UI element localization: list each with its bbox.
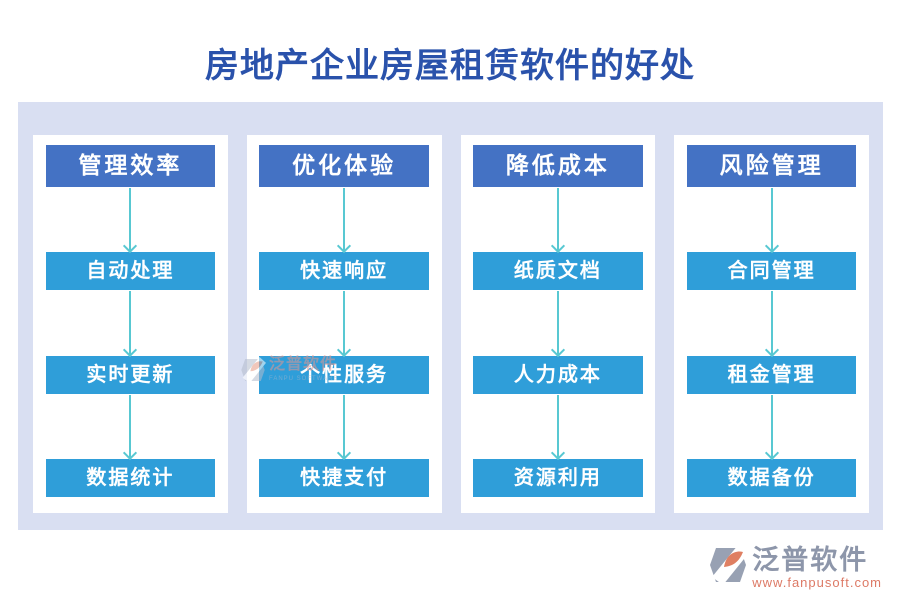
flow-item: 快速响应 bbox=[259, 252, 429, 291]
flow-item: 数据统计 bbox=[45, 458, 216, 497]
column-header: 优化体验 bbox=[259, 145, 429, 187]
down-arrow-icon bbox=[343, 394, 346, 458]
flow-item: 数据备份 bbox=[686, 458, 857, 497]
down-arrow-icon bbox=[556, 188, 559, 252]
column-risk-management: 风险管理 合同管理 租金管理 数据备份 bbox=[674, 135, 869, 513]
column-experience-optimization: 优化体验 快速响应 个性服务 快捷支付 bbox=[246, 135, 442, 513]
footer-logo: 泛普软件 www.fanpusoft.com bbox=[708, 545, 882, 590]
column-header: 风险管理 bbox=[686, 145, 857, 187]
down-arrow-icon bbox=[556, 394, 559, 458]
page-title: 房地产企业房屋租赁软件的好处 bbox=[205, 48, 695, 85]
column-header: 管理效率 bbox=[45, 145, 216, 187]
column-cost-reduction: 降低成本 纸质文档 人力成本 资源利用 bbox=[460, 135, 656, 513]
flow-item: 资源利用 bbox=[473, 458, 643, 497]
down-arrow-icon bbox=[556, 291, 559, 355]
down-arrow-icon bbox=[129, 291, 132, 355]
column-management-efficiency: 管理效率 自动处理 实时更新 数据统计 bbox=[33, 135, 228, 513]
down-arrow-icon bbox=[770, 394, 773, 458]
flow-item: 实时更新 bbox=[45, 355, 216, 394]
down-arrow-icon bbox=[770, 291, 773, 355]
benefits-panel: 管理效率 自动处理 实时更新 数据统计 优化体验 快速响应 个性服务 快捷支付 … bbox=[18, 102, 883, 530]
down-arrow-icon bbox=[129, 188, 132, 252]
flow-item: 纸质文档 bbox=[473, 252, 643, 291]
flow-item: 个性服务 bbox=[259, 355, 429, 394]
flow-item: 人力成本 bbox=[473, 355, 643, 394]
column-header: 降低成本 bbox=[473, 145, 643, 187]
flow-item: 快捷支付 bbox=[259, 458, 429, 497]
flow-item: 合同管理 bbox=[686, 252, 857, 291]
flow-item: 租金管理 bbox=[686, 355, 857, 394]
flow-item: 自动处理 bbox=[45, 252, 216, 291]
down-arrow-icon bbox=[343, 188, 346, 252]
down-arrow-icon bbox=[129, 394, 132, 458]
down-arrow-icon bbox=[770, 188, 773, 252]
footer-url: www.fanpusoft.com bbox=[752, 574, 882, 590]
footer-brand: 泛普软件 bbox=[752, 544, 869, 575]
down-arrow-icon bbox=[343, 291, 346, 355]
fanpu-logo-icon bbox=[708, 545, 749, 590]
